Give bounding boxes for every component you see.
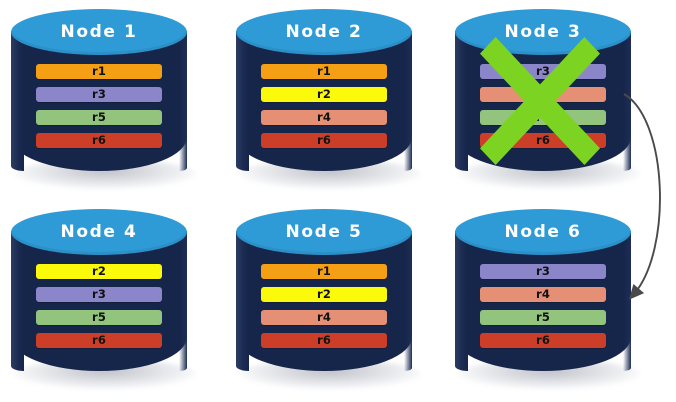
record-bar[interactable]: r3 [36,287,162,302]
record-bar[interactable]: r3 [480,264,606,279]
record-list: r1 r2 r4 r6 [261,64,387,148]
record-label: r4 [535,286,551,301]
record-label: r5 [91,109,107,124]
record-bar[interactable]: r1 [261,64,387,79]
record-label: r6 [91,132,107,147]
record-bar[interactable]: r1 [261,264,387,279]
record-label: r2 [91,263,107,278]
record-list: r1 r3 r5 r6 [36,64,162,148]
node-label: Node 4 [60,221,138,242]
record-bar[interactable]: r6 [36,333,162,348]
record-bar[interactable]: r5 [480,310,606,325]
record-label: r5 [535,309,551,324]
record-label: r1 [91,63,107,78]
record-bar[interactable]: r4 [261,110,387,125]
node-label: Node 2 [285,21,363,42]
record-label: r3 [91,286,107,301]
record-label: r6 [316,332,332,347]
record-bar[interactable]: r6 [480,333,606,348]
record-bar[interactable]: r2 [261,287,387,302]
db-node-6[interactable]: Node 6 r3 r4 r5 r6 [452,209,646,394]
record-bar[interactable]: r5 [36,310,162,325]
record-label: r3 [91,86,107,101]
record-label: r1 [316,263,332,278]
record-bar[interactable]: r6 [480,133,606,148]
record-bar[interactable]: r5 [36,110,162,125]
record-bar[interactable]: r5 [480,110,606,125]
record-bar[interactable]: r2 [36,264,162,279]
record-bar[interactable]: r6 [36,133,162,148]
record-label: r5 [535,109,551,124]
record-list: r3 r4 r5 r6 [480,64,606,148]
db-node-3[interactable]: Node 3 r3 r4 r5 r6 [452,9,646,194]
cylinder-top: Node 1 [11,9,187,55]
record-list: r2 r3 r5 r6 [36,264,162,348]
record-label: r6 [535,332,551,347]
record-label: r2 [316,86,332,101]
record-list: r1 r2 r4 r6 [261,264,387,348]
record-label: r3 [535,63,551,78]
record-bar[interactable]: r4 [261,310,387,325]
cylinder-top: Node 4 [11,209,187,255]
db-node-4[interactable]: Node 4 r2 r3 r5 r6 [8,209,202,394]
record-bar[interactable]: r4 [480,287,606,302]
cylinder-top: Node 6 [455,209,631,255]
record-bar[interactable]: r4 [480,87,606,102]
node-label: Node 5 [285,221,363,242]
record-label: r4 [316,309,332,324]
node-label: Node 1 [60,21,138,42]
cylinder-top: Node 5 [236,209,412,255]
db-node-2[interactable]: Node 2 r1 r2 r4 r6 [233,9,427,194]
record-label: r4 [535,86,551,101]
record-bar[interactable]: r6 [261,133,387,148]
record-label: r6 [91,332,107,347]
record-bar[interactable]: r6 [261,333,387,348]
record-label: r6 [535,132,551,147]
record-label: r4 [316,109,332,124]
record-label: r6 [316,132,332,147]
record-bar[interactable]: r1 [36,64,162,79]
record-label: r2 [316,286,332,301]
record-label: r1 [316,63,332,78]
node-label: Node 3 [504,21,582,42]
record-label: r3 [535,263,551,278]
node-label: Node 6 [504,221,582,242]
record-bar[interactable]: r3 [480,64,606,79]
record-list: r3 r4 r5 r6 [480,264,606,348]
record-bar[interactable]: r2 [261,87,387,102]
cylinder-top: Node 2 [236,9,412,55]
db-node-1[interactable]: Node 1 r1 r3 r5 r6 [8,9,202,194]
record-label: r5 [91,309,107,324]
db-node-5[interactable]: Node 5 r1 r2 r4 r6 [233,209,427,394]
record-bar[interactable]: r3 [36,87,162,102]
cylinder-top: Node 3 [455,9,631,55]
